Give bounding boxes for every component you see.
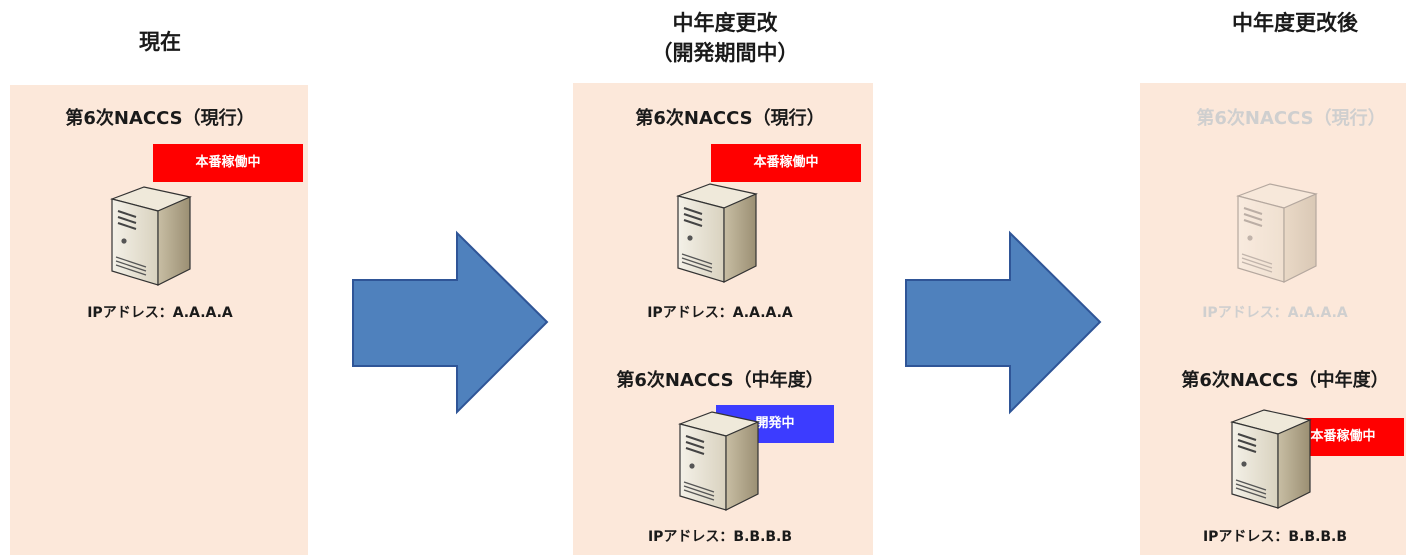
- server-icon: [1231, 409, 1311, 509]
- arrow-right-icon: [905, 230, 1102, 415]
- ip-address: IPアドレス：A.A.A.A: [647, 305, 793, 321]
- server-icon: [1237, 183, 1317, 283]
- server-icon: [679, 411, 759, 511]
- stage-title-current: 現在: [139, 30, 181, 54]
- system-title-current: 第6次NACCS（現行）: [635, 108, 825, 129]
- stage-title-midyear-line1: 中年度更改: [672, 11, 778, 35]
- system-title-current: 第6次NACCS（現行）: [1196, 108, 1386, 129]
- system-title-midyear: 第6次NACCS（中年度）: [1181, 370, 1389, 391]
- ip-address: IPアドレス：B.B.B.B: [1202, 529, 1348, 545]
- stage-title-midyear-line2: （開発期間中）: [651, 41, 799, 65]
- stage-title-midyear: 中年度更改 （開発期間中）: [590, 8, 860, 68]
- status-badge: 本番稼働中: [711, 144, 861, 182]
- arrow-right-icon: [352, 230, 549, 415]
- stage-title-after: 中年度更改後: [1232, 11, 1358, 35]
- server-icon: [111, 186, 191, 286]
- system-title-midyear: 第6次NACCS（中年度）: [616, 370, 824, 391]
- ip-address: IPアドレス：A.A.A.A: [87, 305, 233, 321]
- system-title-current: 第6次NACCS（現行）: [65, 108, 255, 129]
- status-badge: 本番稼働中: [153, 144, 303, 182]
- ip-address: IPアドレス：A.A.A.A: [1202, 305, 1348, 321]
- server-icon: [677, 183, 757, 283]
- ip-address: IPアドレス：B.B.B.B: [647, 529, 793, 545]
